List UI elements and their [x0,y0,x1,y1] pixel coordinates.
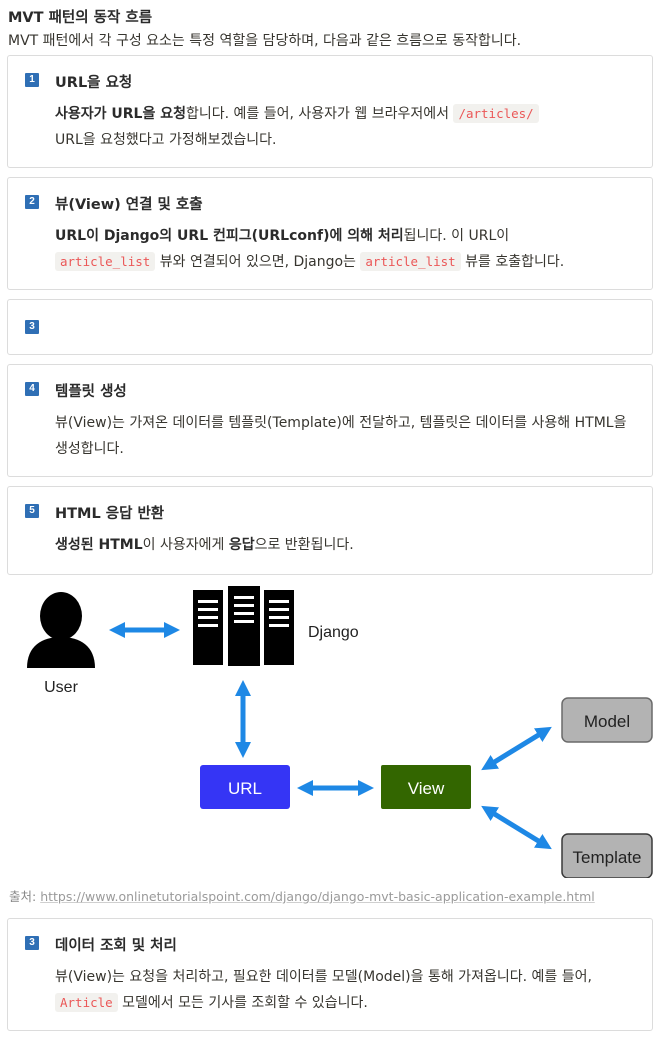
step-card-1: 1 URL을 요청 사용자가 URL을 요청합니다. 예를 들어, 사용자가 웹… [7,55,653,168]
step-title: 데이터 조회 및 처리 [55,938,177,954]
model-box-label: Model [584,712,630,731]
step-text: 뷰와 연결되어 있으면, Django는 [155,254,361,270]
step-text: 합니다. 예를 들어, 사용자가 웹 브라우저에서 [185,106,454,122]
step-text: 뷰(View)는 요청을 처리하고, 필요한 데이터를 모델(Model)을 통… [55,969,592,985]
mvt-diagram: User Django URL View [27,586,653,878]
source-caption: 출처: https://www.onlinetutorialspoint.com… [9,886,595,905]
source-prefix: 출처: [9,889,41,904]
inline-code: Article [55,993,118,1012]
step-card-3-detail: 3 데이터 조회 및 처리 뷰(View)는 요청을 처리하고, 필요한 데이터… [7,918,653,1031]
step-text: 이 사용자에게 [142,537,229,553]
step-number-badge: 2 [25,195,39,209]
step-body: 생성된 HTML이 사용자에게 응답으로 반환됩니다. [55,532,636,558]
source-link[interactable]: https://www.onlinetutorialspoint.com/dja… [40,889,595,904]
step-title: 템플릿 생성 [55,384,127,400]
url-box-label: URL [228,779,262,798]
server-icon [193,586,294,666]
step-text: 뷰를 호출합니다. [460,254,565,270]
step-card-5: 5 HTML 응답 반환 생성된 HTML이 사용자에게 응답으로 반환됩니다. [7,486,653,575]
step-body: 사용자가 URL을 요청합니다. 예를 들어, 사용자가 웹 브라우저에서 /a… [55,101,636,153]
template-box-label: Template [573,848,642,867]
step-title: 뷰(View) 연결 및 호출 [55,197,203,213]
section-intro: MVT 패턴에서 각 구성 요소는 특정 역할을 담당하며, 다음과 같은 흐름… [8,33,522,49]
step-bold-text: 생성된 HTML [55,537,143,553]
step-body: 뷰(View)는 요청을 처리하고, 필요한 데이터를 모델(Model)을 통… [55,964,636,1016]
view-box [381,765,471,809]
step-number-badge: 5 [25,504,39,518]
step-text: 모델에서 모든 기사를 조회할 수 있습니다. [117,995,368,1011]
view-box-label: View [408,779,445,798]
model-box [561,697,653,743]
step-card-3[interactable]: 3 [7,299,653,355]
django-label: Django [308,624,359,641]
step-number-badge: 3 [25,936,39,950]
url-box [200,765,290,809]
step-body: 뷰(View)는 가져온 데이터를 템플릿(Template)에 전달하고, 템… [55,415,627,457]
user-icon [27,592,95,668]
step-number-badge: 3 [25,320,39,334]
inline-code: article_list [55,252,156,271]
step-number-badge: 1 [25,73,39,87]
step-bold-text: URL이 Django의 URL 컨피그(URLconf)에 의해 처리 [55,228,404,244]
template-box [561,833,653,878]
step-card-4: 4 템플릿 생성 뷰(View)는 가져온 데이터를 템플릿(Template)… [7,364,653,477]
view-template-arrow [481,805,552,850]
inline-code: /articles/ [453,104,539,123]
step-title: URL을 요청 [55,75,133,91]
step-text: URL을 요청했다고 가정해보겠습니다. [55,132,277,148]
section-heading: MVT 패턴의 동작 흐름 [8,10,153,26]
step-bold-text: 응답 [228,537,255,553]
step-text: 으로 반환됩니다. [254,537,354,553]
user-label: User [44,679,78,696]
step-text: 됩니다. 이 URL이 [403,228,510,244]
step-bold-text: 사용자가 URL을 요청 [55,106,186,122]
inline-code: article_list [360,252,461,271]
step-title: HTML 응답 반환 [55,506,165,522]
step-body: URL이 Django의 URL 컨피그(URLconf)에 의해 처리됩니다.… [55,223,636,275]
step-number-badge: 4 [25,382,39,396]
step-card-2: 2 뷰(View) 연결 및 호출 URL이 Django의 URL 컨피그(U… [7,177,653,290]
view-model-arrow [481,726,552,771]
